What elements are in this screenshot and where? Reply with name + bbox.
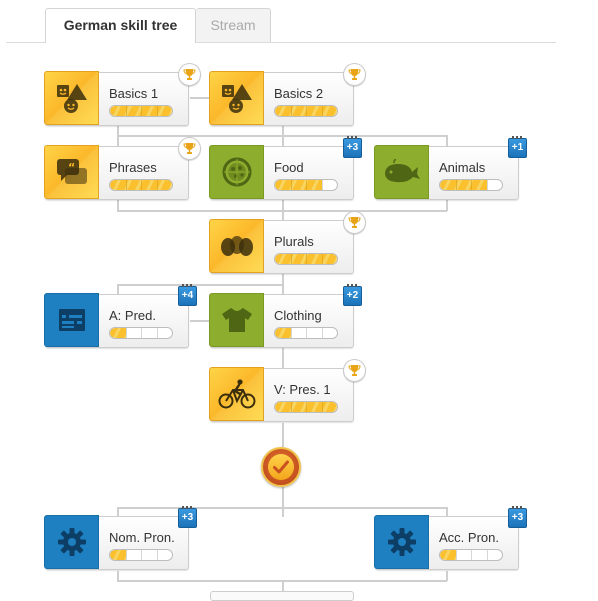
plus-notebook-badge: +2 [343, 284, 362, 306]
gear-icon [386, 526, 418, 558]
theater-masks-icon [54, 82, 90, 114]
skill-icon-tile [44, 515, 99, 569]
shapes-icon [219, 233, 255, 259]
skill-name: Plurals [274, 234, 314, 249]
skill-name: Animals [439, 160, 486, 175]
skill-name: Acc. Pron. [439, 530, 499, 545]
pizza-icon [221, 156, 253, 188]
trophy-icon [348, 69, 361, 80]
skill-strength-bar [274, 327, 338, 339]
trophy-icon [183, 69, 196, 80]
tshirt-icon [221, 306, 253, 334]
trophy-badge [178, 63, 201, 86]
skill-strength-bar [439, 179, 503, 191]
skill-icon-tile [209, 145, 264, 199]
skill-card-phrases[interactable]: “ Phrases [44, 137, 201, 200]
tab-german-skill-tree[interactable]: German skill tree [45, 8, 196, 43]
skill-strength-bar [109, 549, 173, 561]
gear-icon [56, 526, 88, 558]
whale-icon [382, 159, 422, 185]
skill-icon-tile [209, 71, 264, 125]
skill-icon-tile [374, 515, 429, 569]
skill-icon-tile [44, 71, 99, 125]
trophy-badge [343, 211, 366, 234]
skill-icon-tile [209, 367, 264, 421]
skill-icon-tile [44, 293, 99, 347]
skill-card-nom-pron[interactable]: Nom. Pron. +3 [44, 506, 197, 570]
checkpoint-badge[interactable] [261, 447, 301, 487]
tab-bar-divider [6, 42, 556, 43]
skill-card-animals[interactable]: Animals +1 [374, 136, 527, 200]
skill-name: Nom. Pron. [109, 530, 175, 545]
trophy-icon [348, 365, 361, 376]
cyclist-icon [218, 378, 256, 410]
next-skill-card-partial[interactable] [210, 591, 354, 601]
skill-strength-bar [274, 105, 338, 117]
trophy-badge [343, 63, 366, 86]
skill-strength-bar [109, 105, 173, 117]
trophy-badge [343, 359, 366, 382]
skill-strength-bar [439, 549, 503, 561]
skill-name: Clothing [274, 308, 322, 323]
skill-name: A: Pred. [109, 308, 156, 323]
speech-bubble-icon: “ [55, 157, 89, 187]
theater-masks-icon [219, 82, 255, 114]
skill-name: Food [274, 160, 304, 175]
skill-card-plurals[interactable]: Plurals [209, 211, 366, 274]
plus-notebook-badge: +3 [508, 506, 527, 528]
skill-strength-bar [109, 179, 173, 191]
skill-icon-tile [209, 219, 264, 273]
skill-strength-bar [109, 327, 173, 339]
svg-text:“: “ [68, 161, 75, 174]
skill-card-a-pred[interactable]: A: Pred. +4 [44, 284, 197, 348]
skill-strength-bar [274, 179, 338, 191]
trophy-icon [183, 143, 196, 154]
form-icon [57, 307, 87, 333]
plus-notebook-badge: +4 [178, 284, 197, 306]
skill-icon-tile [209, 293, 264, 347]
checkmark-icon [273, 460, 289, 474]
trophy-icon [348, 217, 361, 228]
skill-card-food[interactable]: Food +3 [209, 136, 362, 200]
plus-notebook-badge: +1 [508, 136, 527, 158]
skill-card-clothing[interactable]: Clothing +2 [209, 284, 362, 348]
skill-strength-bar [274, 401, 338, 413]
tab-stream[interactable]: Stream [196, 8, 271, 42]
skill-card-basics-1[interactable]: Basics 1 [44, 63, 201, 126]
skill-name: Basics 1 [109, 86, 159, 101]
plus-notebook-badge: +3 [178, 506, 197, 528]
skill-strength-bar [274, 253, 338, 265]
skill-card-basics-2[interactable]: Basics 2 [209, 63, 366, 126]
skill-name: V: Pres. 1 [274, 382, 331, 397]
skill-name: Phrases [109, 160, 157, 175]
skill-icon-tile: “ [44, 145, 99, 199]
trophy-badge [178, 137, 201, 160]
skill-name: Basics 2 [274, 86, 324, 101]
skill-card-v-pres-1[interactable]: V: Pres. 1 [209, 359, 366, 422]
skill-icon-tile [374, 145, 429, 199]
plus-notebook-badge: +3 [343, 136, 362, 158]
skill-card-acc-pron[interactable]: Acc. Pron. +3 [374, 506, 527, 570]
